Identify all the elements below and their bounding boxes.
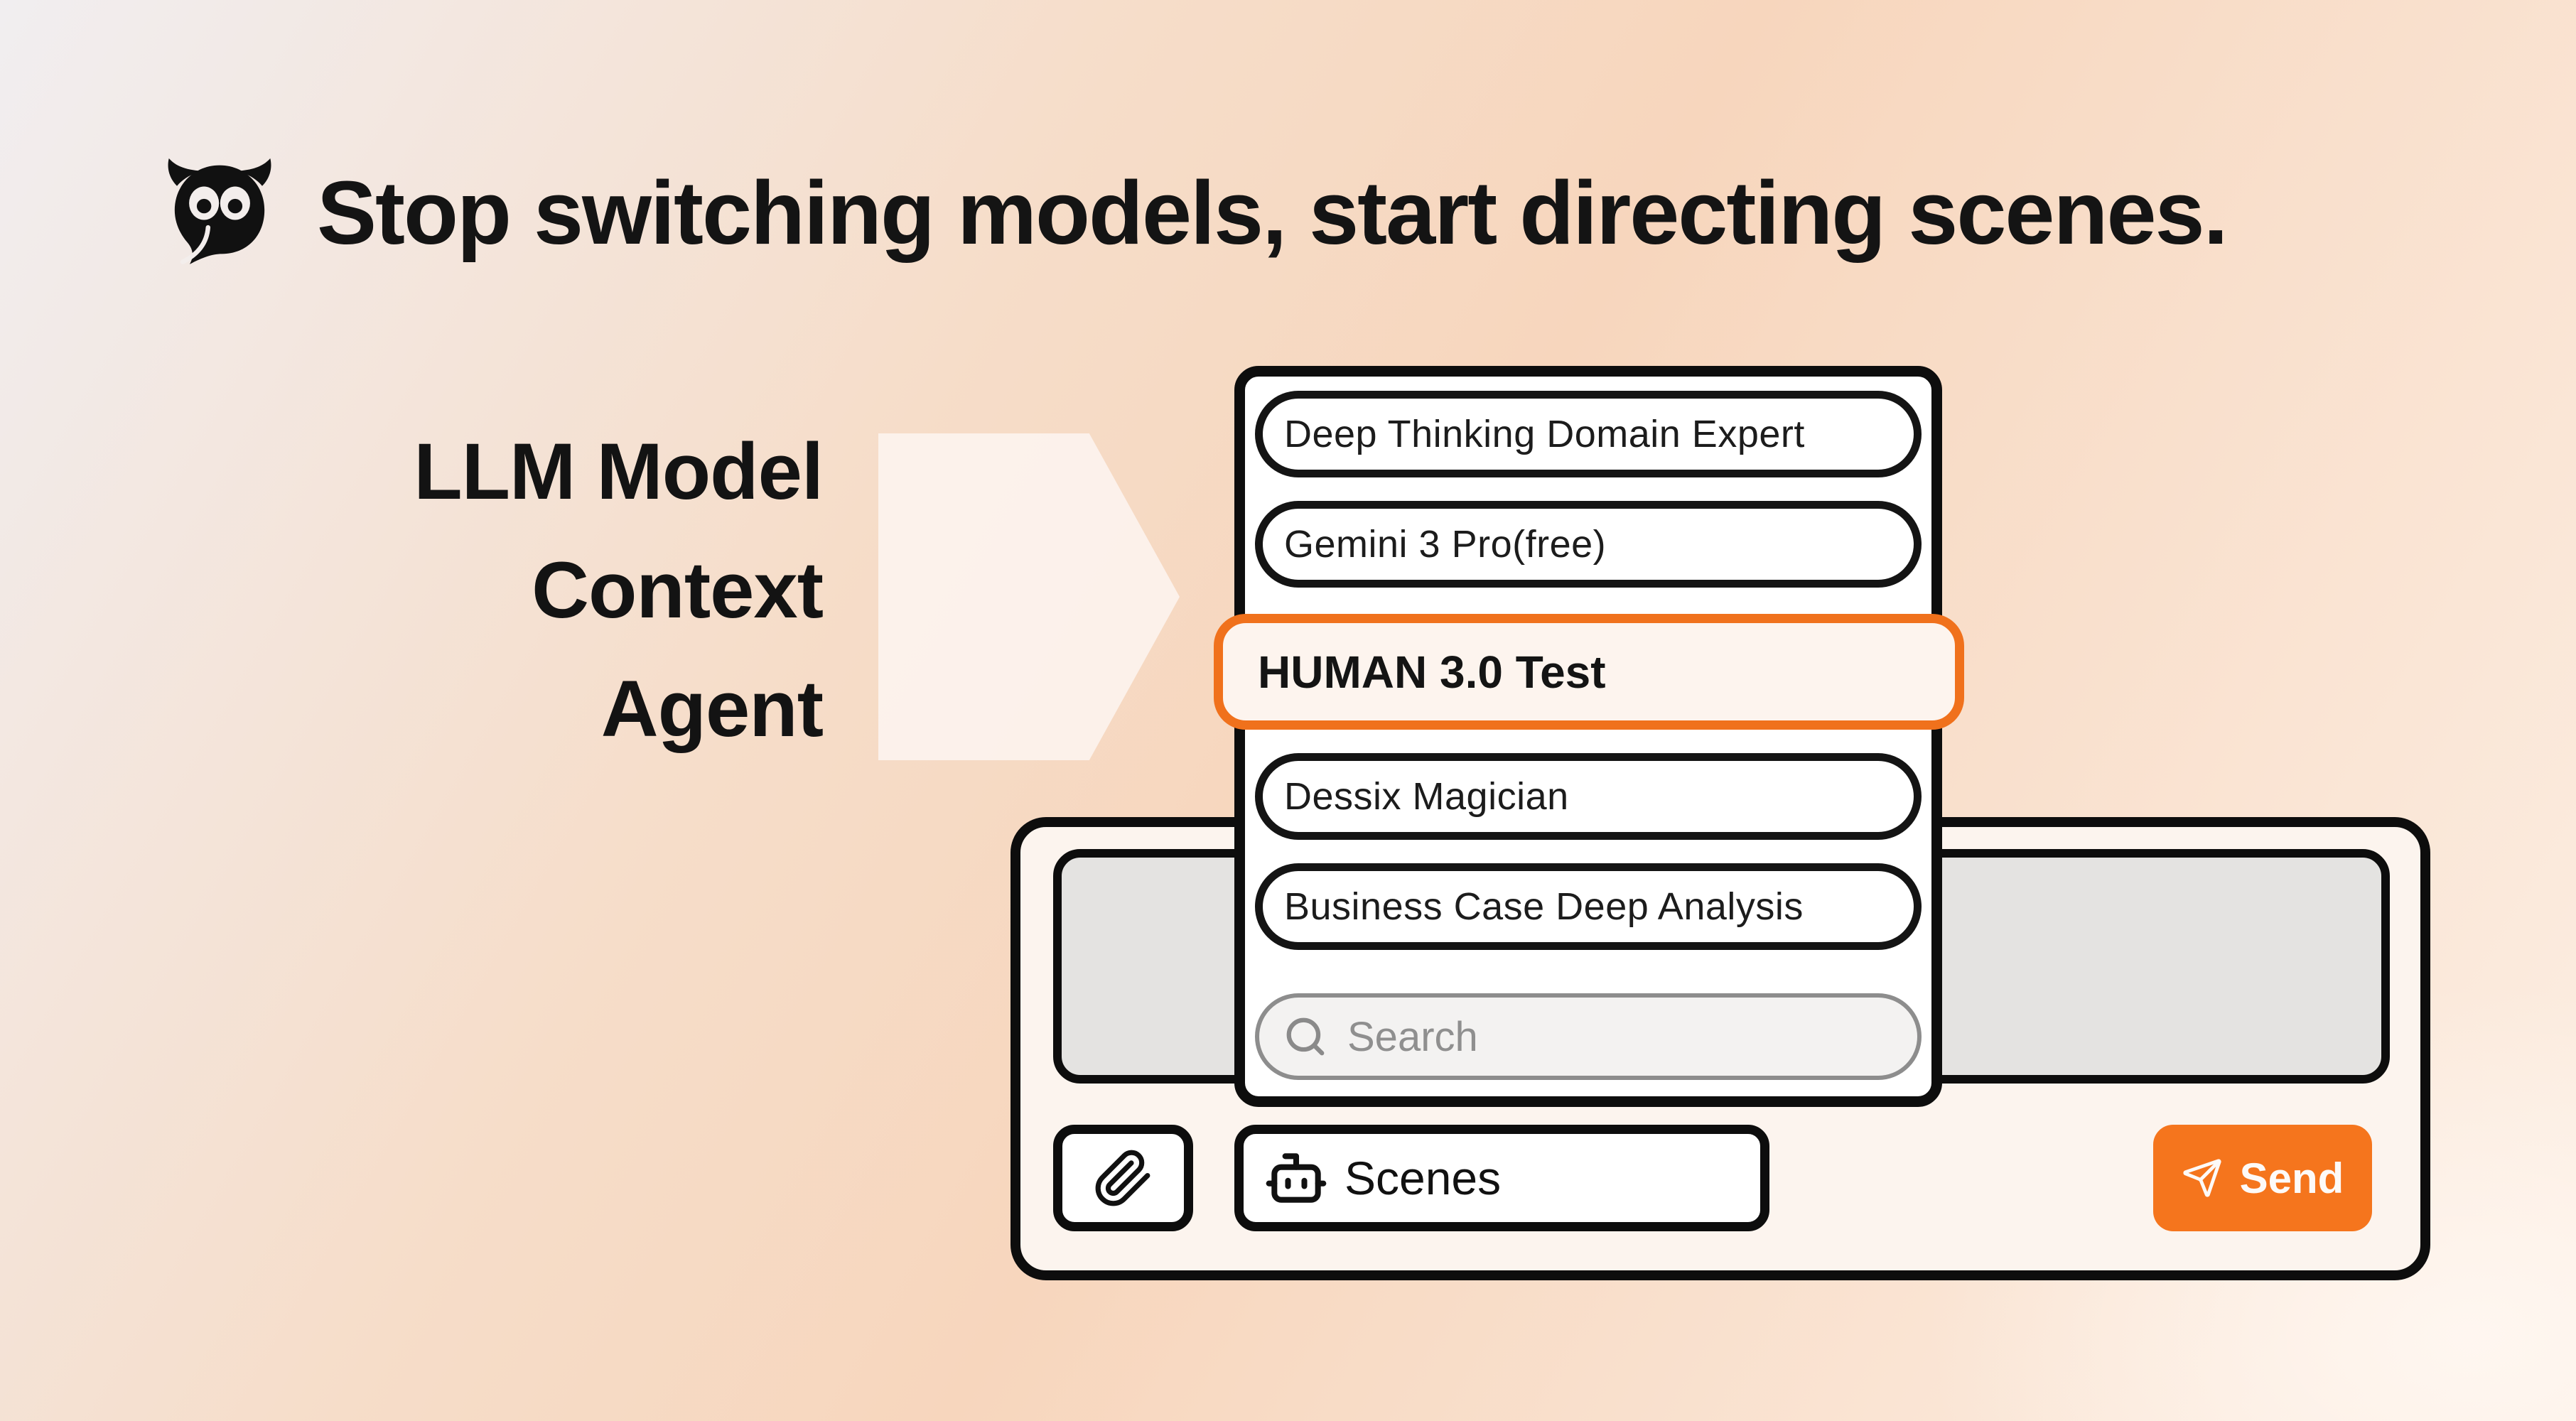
attach-button[interactable] [1053, 1125, 1193, 1231]
robot-icon [1266, 1153, 1327, 1203]
search-input[interactable] [1346, 1012, 1893, 1061]
page-title: Stop switching models, start directing s… [317, 162, 2229, 263]
send-button[interactable]: Send [2153, 1125, 2372, 1231]
model-option[interactable]: Dessix Magician [1255, 753, 1922, 840]
model-dropdown: Deep Thinking Domain Expert Gemini 3 Pro… [1214, 366, 1964, 1107]
model-option-selected[interactable]: HUMAN 3.0 Test [1214, 614, 1964, 730]
feature-labels: LLM Model Context Agent [414, 427, 824, 753]
scenes-button[interactable]: Scenes [1234, 1125, 1769, 1231]
model-search-field[interactable] [1255, 993, 1922, 1080]
paperclip-icon [1095, 1150, 1150, 1206]
header: Stop switching models, start directing s… [162, 155, 2229, 270]
owl-logo-icon [168, 158, 271, 264]
send-icon [2183, 1159, 2221, 1197]
scenes-button-label: Scenes [1344, 1152, 1502, 1204]
model-option[interactable]: Deep Thinking Domain Expert [1255, 391, 1922, 477]
model-option[interactable]: Gemini 3 Pro(free) [1255, 501, 1922, 588]
arrow-right-shape [878, 433, 1180, 760]
search-icon [1286, 1017, 1325, 1056]
send-button-label: Send [2239, 1154, 2344, 1202]
model-option[interactable]: Business Case Deep Analysis [1255, 863, 1922, 950]
